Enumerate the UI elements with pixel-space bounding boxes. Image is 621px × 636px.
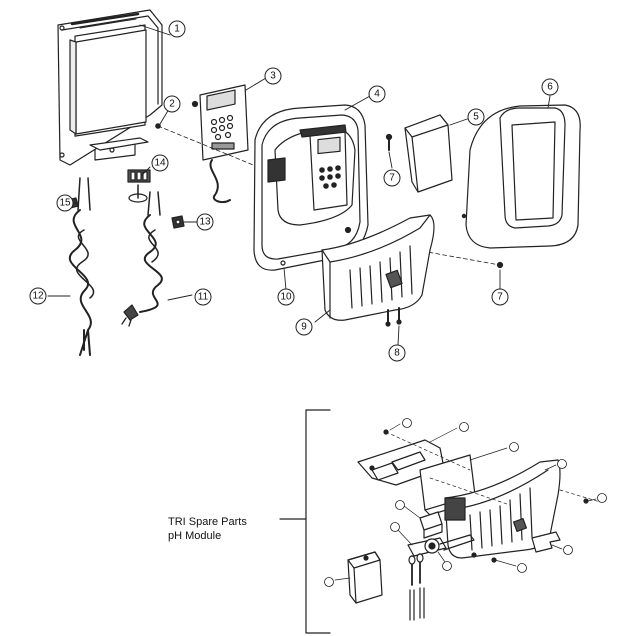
callout-5: 5 [473, 112, 479, 123]
ph-module-label-line1: TRI Spare Parts [168, 516, 247, 528]
callout-circle [163, 95, 181, 113]
callout-circle [264, 67, 282, 85]
part-ph-pump-head [407, 534, 475, 621]
part-ph-front-cover [347, 551, 383, 604]
callout-15: 15 [59, 198, 71, 209]
callout-circle [541, 78, 559, 96]
part-outer-cover [461, 104, 581, 249]
part-cable-11 [121, 191, 163, 327]
ph-module-bracket [279, 409, 331, 634]
callout-circle [467, 108, 485, 126]
callout-3: 3 [270, 71, 276, 82]
callout-7a: 7 [389, 173, 395, 184]
part-control-board [191, 84, 249, 204]
callout-10: 10 [280, 292, 292, 303]
callout-4: 4 [374, 89, 380, 100]
part-front-flap [404, 114, 453, 193]
ph-module-label: TRI Spare Parts pH Module [168, 515, 247, 543]
callout-13: 13 [199, 217, 211, 228]
ph-callout-circle [557, 459, 567, 469]
ph-callout-circle [442, 561, 452, 571]
callout-9: 9 [301, 322, 307, 333]
callout-circle [168, 20, 186, 38]
callout-7b: 7 [497, 292, 503, 303]
callout-circle [29, 287, 47, 305]
part-ph-bracket-clip [531, 531, 561, 553]
ph-callout-circle [390, 522, 400, 532]
part-terminal-block-14 [127, 169, 151, 203]
callout-14: 14 [154, 158, 166, 169]
callout-circle [56, 194, 74, 212]
part-lower-terminal-cover [321, 214, 435, 327]
ph-callout-circle [402, 418, 412, 428]
ph-callout-circle [597, 493, 607, 503]
callout-circle [277, 288, 295, 306]
callout-circle [368, 85, 386, 103]
callout-8: 8 [394, 348, 400, 359]
callout-circle [151, 154, 169, 172]
callout-12: 12 [32, 291, 44, 302]
callout-circle [295, 318, 313, 336]
callout-circle [196, 213, 214, 231]
ph-callout-circle [509, 442, 519, 452]
part-ph-relay [419, 511, 443, 539]
callout-2: 2 [169, 99, 175, 110]
part-main-housing [253, 104, 369, 271]
ph-module-label-line2: pH Module [168, 530, 222, 542]
ph-callout-circle [395, 500, 405, 510]
ph-callout-circle [324, 577, 334, 587]
callout-6: 6 [547, 82, 553, 93]
ph-callout-circle [459, 422, 469, 432]
callout-circle [383, 169, 401, 187]
callout-circle [388, 344, 406, 362]
callout-circle [194, 288, 212, 306]
callout-1: 1 [174, 24, 180, 35]
ph-callout-circle [517, 563, 527, 573]
part-cable-gland-13 [171, 215, 185, 229]
part-cable-12 [68, 177, 95, 356]
callout-circle [491, 288, 509, 306]
callout-11: 11 [198, 292, 209, 303]
ph-callout-circle [563, 545, 573, 555]
part-wall-bracket-power-supply [57, 9, 163, 166]
part-ph-terminal-cover [444, 459, 561, 559]
